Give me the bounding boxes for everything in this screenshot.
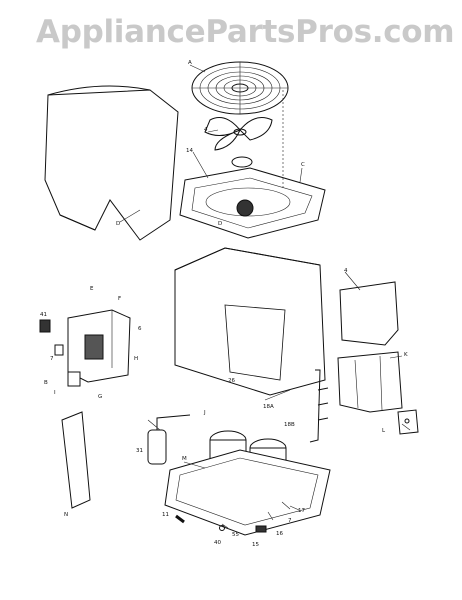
control-box [67, 309, 131, 383]
label-14: 14 [186, 148, 193, 154]
label-4-blade: 4 [204, 127, 208, 133]
base-pan [164, 449, 331, 536]
watermark-text: AppliancePartsPros.com [36, 14, 455, 50]
label-18A: 18A [263, 404, 274, 410]
label-16: 16 [276, 531, 283, 537]
label-G: G [98, 394, 102, 400]
tubing [309, 369, 329, 443]
label-M: M [182, 456, 187, 462]
hardware-55 [219, 525, 225, 531]
part-labels: A 4 14 C D D 4 E F 6 41 H 7 B I G K 26 1… [40, 60, 408, 548]
label-J: J [203, 410, 206, 416]
label-17: 17 [298, 508, 305, 514]
label-L: L [382, 428, 386, 434]
label-A: A [188, 60, 192, 66]
label-B: B [44, 380, 48, 386]
wire-guard [44, 85, 179, 241]
access-panel [61, 411, 91, 509]
label-E: E [90, 286, 94, 292]
label-26: 26 [228, 378, 235, 384]
capacitor-41 [39, 319, 51, 333]
label-31: 31 [136, 448, 143, 454]
switch-16 [255, 525, 267, 533]
label-41: 41 [40, 312, 47, 318]
label-15: 15 [252, 542, 259, 548]
fan-grille [191, 61, 289, 115]
label-4-panel: 4 [344, 268, 348, 274]
accumulator [147, 414, 191, 465]
grommet-11 [175, 514, 185, 524]
label-N: N [64, 512, 68, 518]
label-6: 6 [138, 326, 142, 332]
leader-lines [119, 64, 411, 529]
label-D-top: D [218, 221, 222, 227]
fan-hub [231, 156, 253, 168]
label-11: 11 [162, 512, 169, 518]
label-7-base: 7 [288, 518, 292, 524]
label-C: C [301, 162, 305, 168]
side-panel [339, 281, 399, 346]
top-panel [179, 167, 326, 239]
relay-7 [54, 344, 64, 356]
label-55: 55 [232, 532, 239, 538]
label-18B: 18B [284, 422, 295, 428]
valve-bracket [397, 409, 419, 435]
label-40: 40 [214, 540, 221, 546]
condenser-coil [174, 247, 326, 396]
corner-post [337, 351, 403, 413]
label-H: H [134, 356, 138, 362]
label-F: F [118, 296, 121, 302]
label-K: K [404, 352, 408, 358]
label-7-relay: 7 [50, 356, 54, 362]
label-I: I [54, 390, 56, 396]
fan-blade [204, 117, 273, 151]
label-D-grille: D [116, 221, 120, 227]
terminal-block [67, 371, 81, 387]
